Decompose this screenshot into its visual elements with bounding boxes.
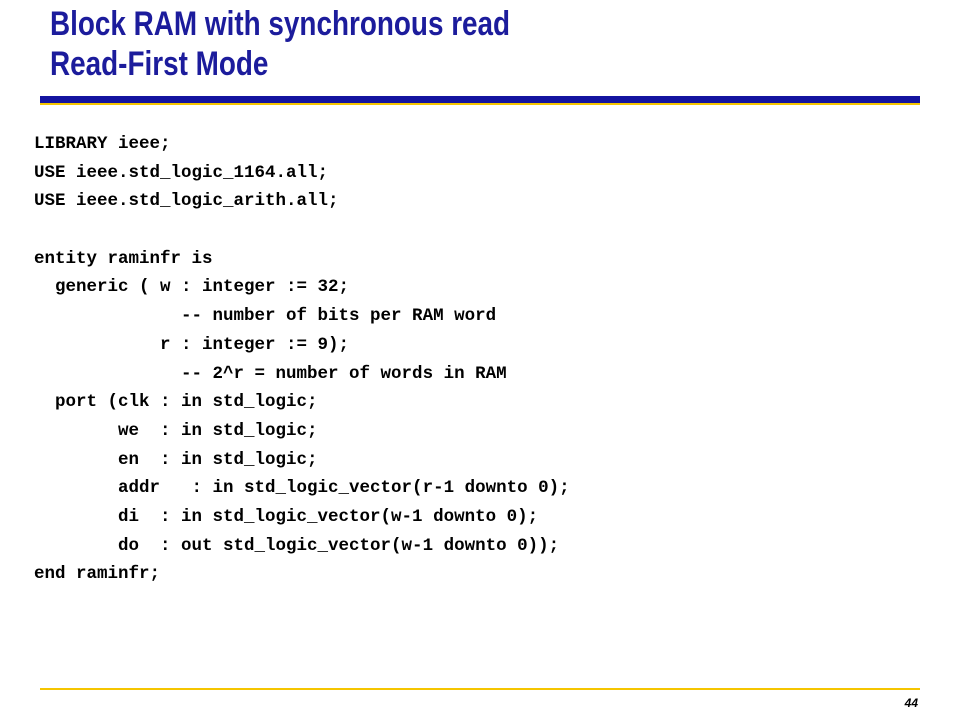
code-line: di : in std_logic_vector(w-1 downto 0); bbox=[34, 506, 539, 527]
code-line: do : out std_logic_vector(w-1 downto 0))… bbox=[34, 535, 560, 556]
code-line: we : in std_logic; bbox=[34, 420, 318, 441]
slide-title-line-2: Read-First Mode bbox=[50, 45, 269, 83]
title-divider-accent bbox=[40, 103, 920, 105]
code-line: r : integer := 9); bbox=[34, 334, 350, 355]
page-number: 44 bbox=[904, 696, 918, 710]
code-line bbox=[34, 216, 570, 245]
code-line: port (clk : in std_logic; bbox=[34, 392, 318, 413]
code-line: USE ieee.std_logic_arith.all; bbox=[34, 191, 339, 212]
vhdl-code-block: LIBRARY ieee; USE ieee.std_logic_1164.al… bbox=[34, 130, 570, 589]
slide-title: Block RAM with synchronous read Read-Fir… bbox=[50, 4, 510, 84]
code-line: -- 2^r = number of words in RAM bbox=[34, 363, 507, 384]
code-line: LIBRARY ieee; bbox=[34, 134, 171, 154]
code-line: addr : in std_logic_vector(r-1 downto 0)… bbox=[34, 478, 570, 499]
code-line: USE ieee.std_logic_1164.all; bbox=[34, 162, 329, 183]
slide-title-line-1: Block RAM with synchronous read bbox=[50, 5, 511, 43]
code-line: generic ( w : integer := 32; bbox=[34, 277, 350, 298]
code-line: en : in std_logic; bbox=[34, 449, 318, 470]
code-line: -- number of bits per RAM word bbox=[34, 306, 497, 327]
code-line: entity raminfr is bbox=[34, 248, 213, 269]
title-divider bbox=[40, 96, 920, 103]
code-line: end raminfr; bbox=[34, 564, 161, 585]
footer-divider bbox=[40, 688, 920, 690]
